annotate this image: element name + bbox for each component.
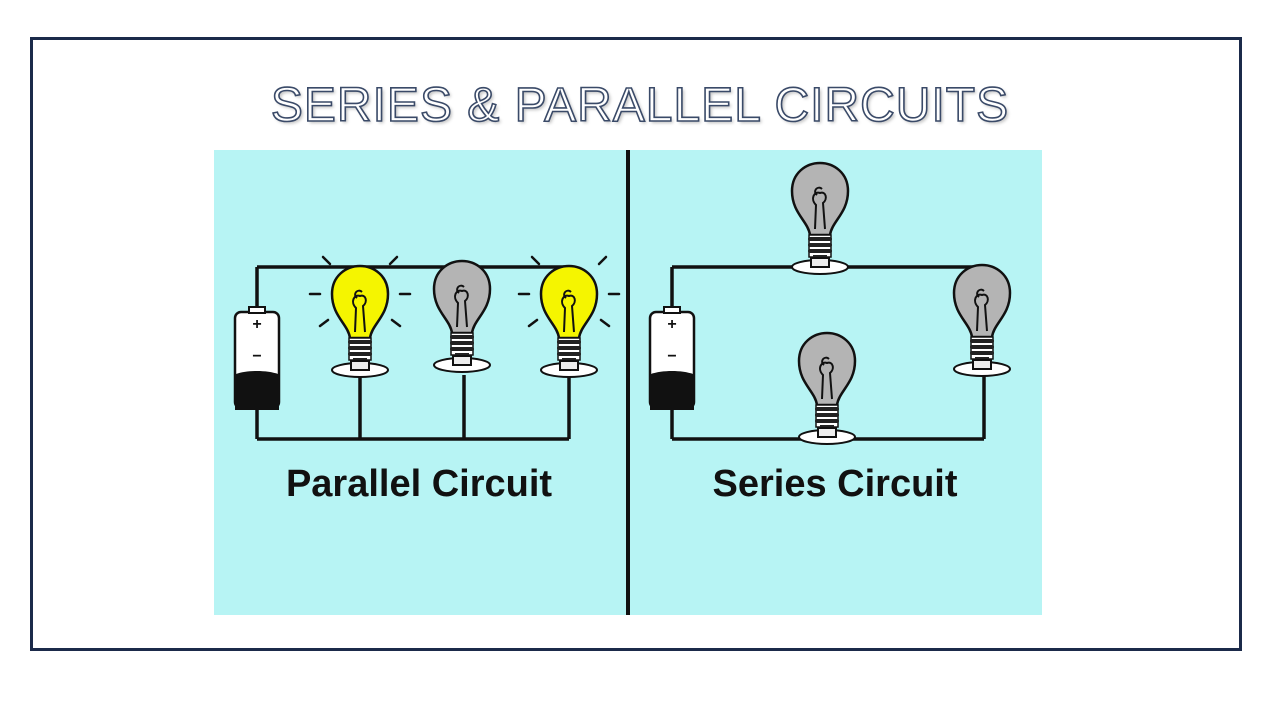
slide-title: SERIES & PARALLEL CIRCUITS — [270, 78, 1010, 133]
battery-icon: + − — [648, 305, 696, 412]
parallel-circuit-label: Parallel Circuit — [286, 463, 552, 505]
battery-plus-sign: + — [667, 316, 676, 333]
battery-icon: + − — [233, 305, 281, 412]
battery-plus-sign: + — [252, 316, 261, 333]
series-circuit-label: Series Circuit — [713, 463, 958, 505]
parallel-panel-background — [214, 150, 626, 615]
battery-minus-sign: − — [252, 348, 261, 365]
parallel-wires — [255, 265, 571, 441]
series-circuit: + − Series Circuit — [648, 163, 1010, 505]
circuit-diagram: + − Parallel Circuit + − Series Circuit — [214, 150, 1042, 615]
parallel-circuit: + − Parallel Circuit — [233, 257, 619, 505]
battery-minus-sign: − — [667, 348, 676, 365]
